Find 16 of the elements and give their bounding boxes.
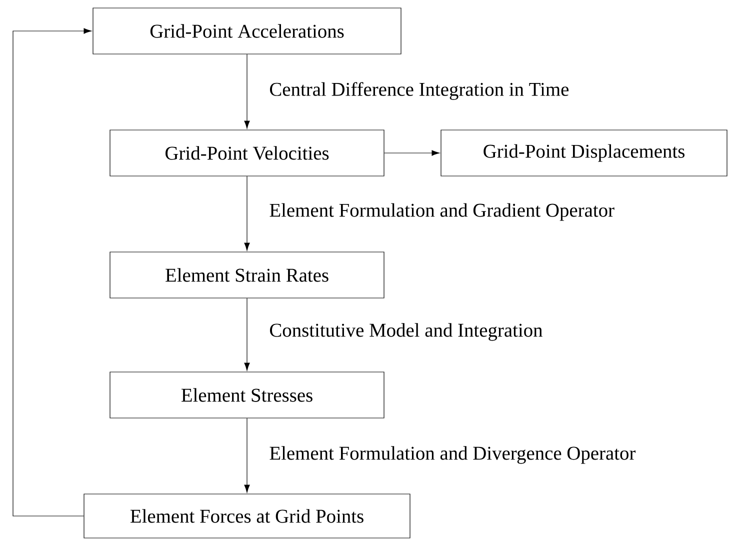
process-box: Grid-Point Accelerations <box>92 8 402 54</box>
edge-label: Central Difference Integration in Time <box>270 82 569 100</box>
process-box: Element Forces at Grid Points <box>84 494 410 538</box>
arrow <box>244 298 250 371</box>
arrow <box>244 176 250 251</box>
process-box: Grid-Point Displacements <box>440 130 728 176</box>
edge-label: Element Formulation and Divergence Operator <box>270 446 636 464</box>
process-box: Grid-Point Velocities <box>110 130 384 176</box>
edge-label: Constitutive Model and Integration <box>270 323 542 341</box>
arrow <box>244 418 250 493</box>
arrow <box>384 150 440 156</box>
arrow <box>244 54 250 129</box>
edge-label: Element Formulation and Gradient Operator <box>270 203 614 221</box>
arrow <box>12 28 92 516</box>
process-box: Element Stresses <box>110 372 384 418</box>
process-box: Element Strain Rates <box>110 252 384 298</box>
